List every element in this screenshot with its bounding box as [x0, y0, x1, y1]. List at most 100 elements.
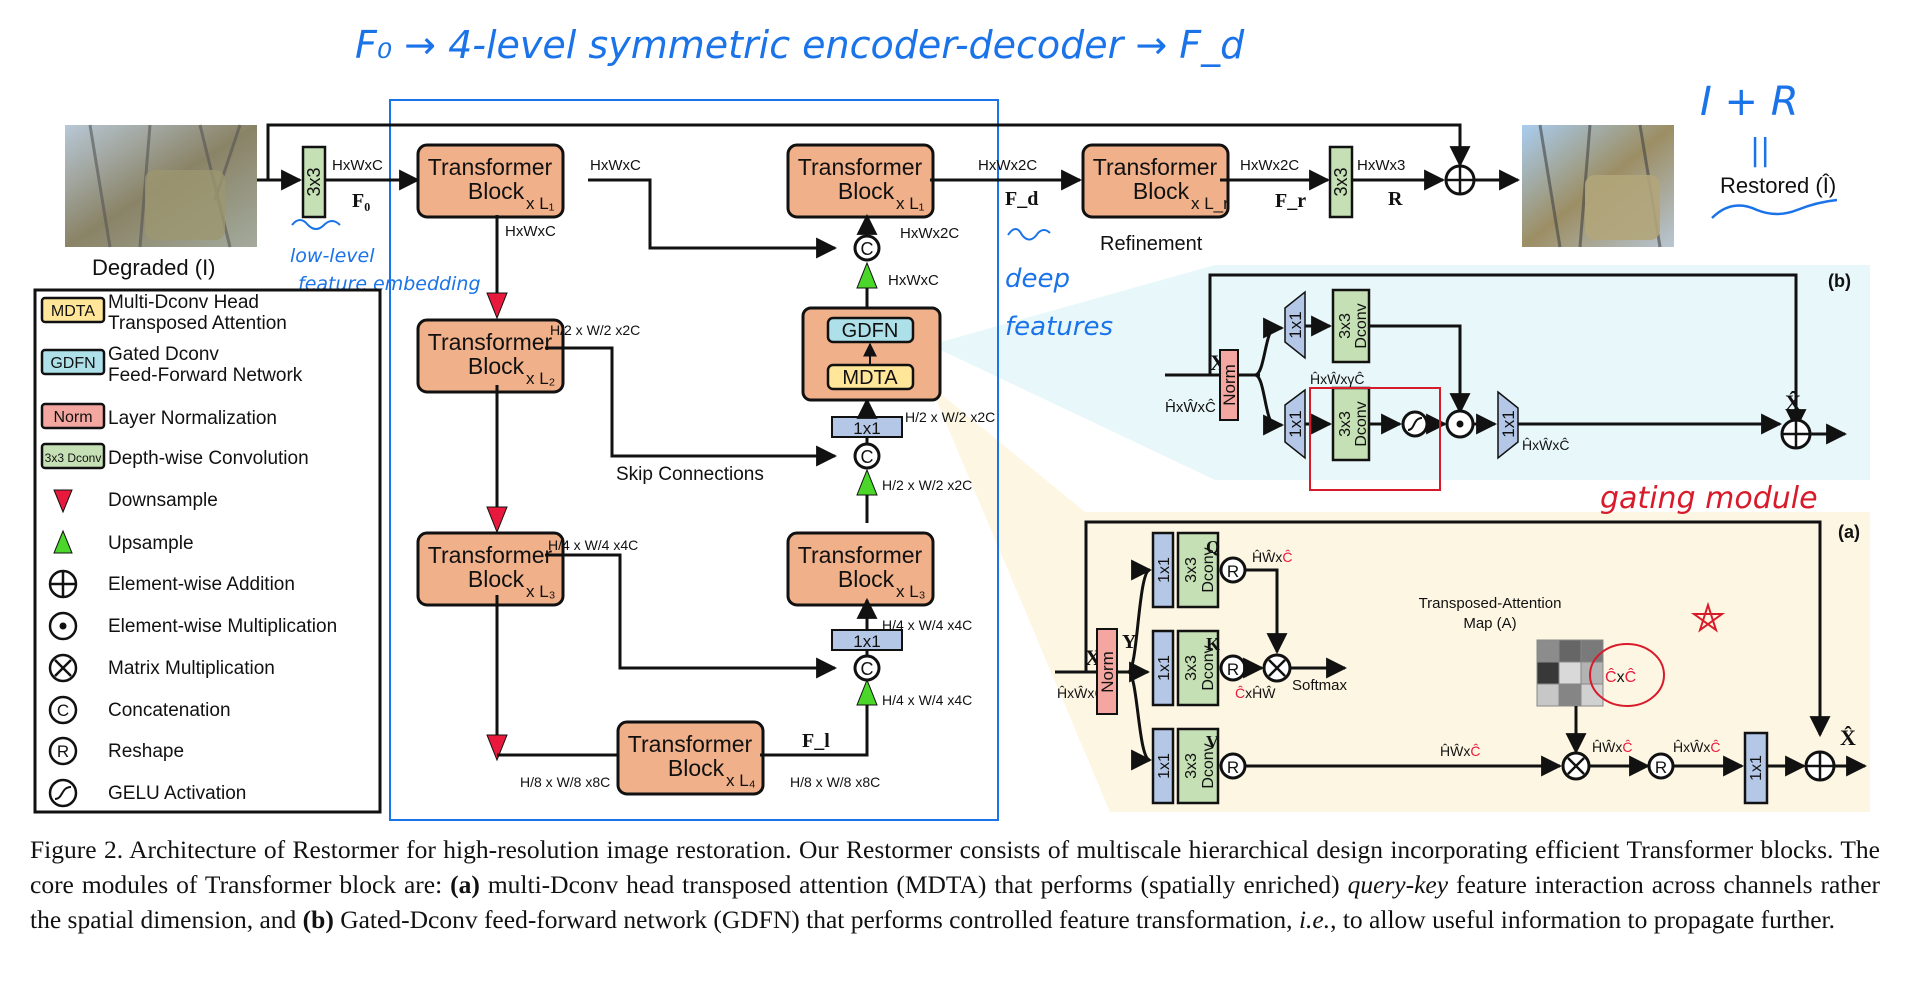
svg-text:Transposed Attention: Transposed Attention — [108, 313, 287, 334]
svg-text:R: R — [1227, 660, 1239, 679]
annotation-deep: deep — [1005, 264, 1070, 294]
conv-1x1 — [1151, 727, 1175, 805]
dconv-box — [1176, 727, 1220, 805]
svg-text:MDTA: MDTA — [842, 367, 898, 389]
svg-text:ĤŴxĈ: ĤŴxĈ — [1440, 743, 1480, 759]
svg-text:ĤxŴxĈ: ĤxŴxĈ — [1522, 437, 1569, 453]
elementwise-mult-icon — [48, 611, 78, 641]
refinement-label: Refinement — [1100, 233, 1203, 255]
gelu-icon — [48, 778, 78, 808]
attention-map-cell — [1580, 639, 1604, 663]
downsample-icon — [486, 734, 508, 762]
svg-text:Block: Block — [468, 353, 525, 379]
svg-text:Layer Normalization: Layer Normalization — [108, 408, 277, 429]
conv-1x1 — [1284, 388, 1306, 460]
mdta-panel: (a) X ĤxŴxĈ Norm Y 1x13x3Dconv1x13x3Dcon… — [1055, 520, 1868, 805]
svg-text:x L₁: x L₁ — [526, 194, 555, 213]
dconv-box — [1176, 629, 1220, 707]
svg-text:HxWx2C: HxWx2C — [978, 157, 1037, 174]
svg-text:Downsample: Downsample — [108, 490, 218, 511]
svg-text:Block: Block — [468, 566, 525, 592]
fr-label: F_r — [1275, 190, 1306, 212]
gdfn-box — [826, 316, 915, 344]
svg-text:H/4 x W/4 x4C: H/4 x W/4 x4C — [882, 692, 972, 708]
dconv-box — [40, 442, 106, 470]
svg-text:(a): (a) — [1838, 522, 1860, 542]
encoder-decoder-highlight — [389, 99, 999, 821]
svg-text:Norm: Norm — [53, 409, 92, 426]
svg-text:ĤŴxĈ: ĤŴxĈ — [1592, 739, 1632, 755]
legend-item: Upsample — [53, 529, 194, 554]
svg-text:Dconv: Dconv — [1353, 303, 1370, 348]
legend-item: GELU Activation — [48, 778, 246, 808]
svg-text:3x3: 3x3 — [1183, 557, 1200, 583]
svg-text:HxWx3: HxWx3 — [1357, 157, 1405, 174]
svg-text:1x1: 1x1 — [1156, 557, 1173, 583]
svg-text:1x1: 1x1 — [1156, 753, 1173, 779]
svg-text:HxWx2C: HxWx2C — [900, 225, 959, 242]
conv-1x1 — [1151, 629, 1175, 707]
attention-map-cell — [1558, 683, 1582, 707]
svg-text:3x3 Dconv: 3x3 Dconv — [45, 451, 102, 465]
svg-text:1x1: 1x1 — [853, 632, 880, 651]
svg-text:C: C — [861, 659, 874, 679]
svg-text:1x1: 1x1 — [1286, 311, 1305, 338]
svg-text:Transformer: Transformer — [798, 542, 923, 568]
annotation-star — [1690, 601, 1726, 633]
gdfn-panel: (b) X ĤxŴxĈ Norm 1x1 1x1 3x3 Dconv 3x3 D… — [1165, 271, 1851, 491]
restored-image — [1522, 124, 1674, 248]
svg-text:H/2 x W/2 x2C: H/2 x W/2 x2C — [882, 477, 972, 493]
svg-text:Norm: Norm — [1098, 651, 1117, 693]
svg-text:1x1: 1x1 — [1748, 755, 1765, 781]
svg-text:GELU Activation: GELU Activation — [108, 783, 246, 804]
gdfn-box — [40, 348, 106, 376]
dconv-box — [1176, 531, 1220, 609]
global-residual-connection — [266, 123, 1471, 180]
attention-map — [1536, 639, 1604, 707]
svg-text:3x3: 3x3 — [1337, 313, 1354, 339]
svg-text:GDFN: GDFN — [842, 320, 899, 342]
annotation-equals: || — [1750, 133, 1770, 168]
svg-text:R: R — [1227, 562, 1239, 581]
legend-item: Matrix Multiplication — [48, 653, 275, 683]
skip-connection-2 — [545, 346, 838, 467]
svg-text:H/2 x W/2 x2C: H/2 x W/2 x2C — [550, 322, 640, 338]
svg-text:MDTA: MDTA — [51, 303, 95, 320]
svg-text:ĈxĈ: ĈxĈ — [1605, 667, 1636, 686]
svg-text:Softmax: Softmax — [1292, 677, 1348, 694]
annotation-top: F₀ → 4-level symmetric encoder-decoder →… — [355, 23, 1245, 67]
attention-map-cell — [1558, 661, 1582, 685]
degraded-label: Degraded (I) — [92, 255, 216, 280]
svg-text:ĤŴxĈ: ĤŴxĈ — [1252, 549, 1292, 565]
svg-text:C: C — [861, 239, 874, 259]
add-icon — [48, 569, 78, 599]
svg-text:Transformer: Transformer — [628, 731, 753, 757]
svg-text:x L_r: x L_r — [1191, 194, 1229, 213]
svg-text:H/8 x W/8 x8C: H/8 x W/8 x8C — [790, 774, 880, 790]
downsample-icon — [486, 506, 508, 534]
svg-text:Dconv: Dconv — [1353, 401, 1370, 446]
dconv-box — [1331, 288, 1371, 364]
svg-text:Block: Block — [468, 178, 525, 204]
svg-text:ĈxĤŴ: ĈxĤŴ — [1235, 685, 1276, 701]
svg-text:Block: Block — [838, 178, 895, 204]
svg-text:HxWxC: HxWxC — [590, 157, 641, 174]
svg-text:x L₄: x L₄ — [726, 771, 756, 790]
attention-map-cell — [1536, 661, 1560, 685]
svg-text:Element-wise Addition: Element-wise Addition — [108, 574, 295, 595]
f0-label: F₀ — [352, 190, 370, 212]
svg-text:Block: Block — [668, 755, 725, 781]
annotation-gating-module: gating module — [1600, 481, 1818, 516]
attention-map-cell — [1536, 639, 1560, 663]
gating-module-highlight — [1309, 387, 1441, 491]
skip-connection-1 — [588, 178, 838, 259]
fd-label: F_d — [1005, 188, 1038, 210]
upsample-icon — [856, 468, 878, 496]
